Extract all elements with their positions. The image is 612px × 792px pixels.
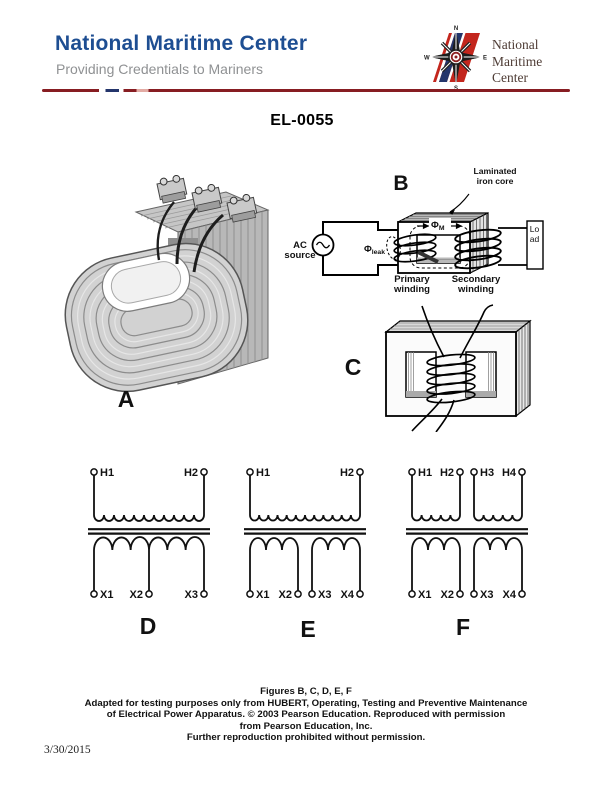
e-terminal-x2: X2 bbox=[279, 589, 292, 601]
figure-b-lineart: ΦM Φleak bbox=[311, 193, 544, 276]
e-terminal-x3: X3 bbox=[318, 589, 331, 601]
laminated-core-label: Laminated iron core bbox=[473, 166, 517, 186]
e-core-lines bbox=[244, 528, 366, 535]
e-terminal-h2: H2 bbox=[340, 467, 354, 479]
f-terminal-x4: X4 bbox=[503, 589, 517, 601]
leakage-flux-path bbox=[386, 236, 401, 260]
phi-m-label: ΦM bbox=[431, 220, 445, 232]
d-terminal-h1: H1 bbox=[100, 467, 114, 479]
winding-diagram-f: H1 H2 H3 H4 X1 X2 X3 X4 bbox=[406, 467, 528, 601]
flux-arrows bbox=[417, 222, 463, 230]
figure-a-label: A bbox=[117, 386, 135, 412]
figure-c-core-illustration bbox=[384, 304, 532, 432]
primary-winding-turns bbox=[393, 233, 437, 263]
f-terminal-x3: X3 bbox=[480, 589, 493, 601]
footer-line-5: Further reproduction prohibited without … bbox=[186, 732, 426, 744]
footer-line-3: of Electrical Power Apparatus. © 2003 Pe… bbox=[106, 709, 506, 721]
f-core-lines bbox=[406, 528, 528, 535]
primary-winding-label: Primary winding bbox=[394, 274, 430, 295]
e-secondary-left bbox=[249, 537, 299, 591]
core-note-arrow bbox=[449, 193, 470, 213]
f-terminal-h1: H1 bbox=[418, 467, 432, 479]
d-core-lines bbox=[88, 528, 210, 535]
d-terminal-x1: X1 bbox=[100, 589, 113, 601]
figure-c-label: C bbox=[344, 354, 362, 380]
c-lead-wires bbox=[411, 304, 494, 432]
e-terminal-h1: H1 bbox=[256, 467, 270, 479]
secondary-winding-turns bbox=[454, 228, 502, 270]
f-secondary-left bbox=[411, 537, 461, 591]
load-wires bbox=[498, 227, 527, 266]
e-primary-winding bbox=[249, 474, 361, 522]
logo-word-3: Center bbox=[492, 70, 528, 85]
d-terminal-h2: H2 bbox=[184, 467, 198, 479]
e-terminal-x4: X4 bbox=[341, 589, 355, 601]
figure-e-label: E bbox=[300, 616, 316, 642]
figure-f-label: F bbox=[455, 614, 471, 640]
f-secondary-right bbox=[473, 537, 523, 591]
f-primary-left bbox=[411, 475, 461, 522]
ac-source-label: AC source bbox=[284, 240, 316, 261]
header-title: National Maritime Center bbox=[55, 32, 308, 55]
d-terminal-x2: X2 bbox=[130, 589, 143, 601]
f-primary-right bbox=[473, 475, 523, 522]
phi-leak-label: Φleak bbox=[364, 244, 385, 256]
load-box bbox=[526, 220, 544, 270]
header-subtitle: Providing Credentials to Mariners bbox=[56, 61, 263, 77]
logo-wordmark: National Maritime Center bbox=[492, 37, 542, 87]
compass-n: N bbox=[454, 26, 458, 32]
d-terminals bbox=[90, 468, 208, 598]
secondary-winding-label: Secondary winding bbox=[451, 274, 501, 295]
logo-word-2: Maritime bbox=[492, 53, 543, 69]
compass-w: W bbox=[424, 56, 430, 62]
logo-word-1: National bbox=[492, 37, 539, 52]
load-label: Load bbox=[529, 224, 540, 244]
compass-e: E bbox=[483, 56, 487, 62]
figure-a-transformer-illustration bbox=[64, 174, 270, 393]
header-divider bbox=[42, 89, 570, 92]
e-terminals bbox=[246, 468, 364, 598]
sine-icon bbox=[315, 241, 331, 249]
f-terminal-h2: H2 bbox=[440, 467, 454, 479]
f-terminal-h4: H4 bbox=[502, 467, 517, 479]
f-terminal-x1: X1 bbox=[418, 589, 431, 601]
e-terminal-x1: X1 bbox=[256, 589, 269, 601]
compass-s: S bbox=[454, 86, 458, 90]
ac-circuit bbox=[322, 221, 400, 276]
figure-b-label: B bbox=[393, 172, 409, 195]
f-terminal-h3: H3 bbox=[480, 467, 494, 479]
coil-leads bbox=[156, 201, 224, 273]
figure-d-label: D bbox=[139, 613, 157, 639]
footer-caption: Figures B, C, D, E, F Adapted for testin… bbox=[0, 686, 612, 744]
c-winding-turns bbox=[426, 353, 476, 404]
f-terminals bbox=[408, 468, 526, 598]
d-primary-winding bbox=[93, 475, 205, 522]
footer-line-1: Figures B, C, D, E, F bbox=[260, 686, 352, 697]
compass-rose-icon: N S E W bbox=[424, 26, 487, 90]
footer-date: 3/30/2015 bbox=[44, 744, 91, 756]
e-secondary-right bbox=[311, 537, 361, 591]
doc-code-title: EL-0055 bbox=[270, 112, 334, 129]
c-core-top-face bbox=[384, 320, 532, 333]
figure-b-schematic: ΦM Φleak Laminated iron core AC source P… bbox=[272, 162, 588, 312]
winding-diagram-d: H1 H2 X1 X2 X3 bbox=[88, 467, 210, 601]
f-terminal-x2: X2 bbox=[441, 589, 454, 601]
d-terminal-x3: X3 bbox=[185, 589, 198, 601]
footer-line-2: Adapted for testing purposes only from H… bbox=[84, 697, 528, 709]
coil bbox=[64, 242, 249, 393]
footer-line-4: from Pearson Education, Inc. bbox=[239, 720, 373, 732]
winding-diagram-e: H1 H2 X1 X2 X3 X4 bbox=[244, 467, 366, 601]
terminal-blocks bbox=[156, 174, 258, 223]
